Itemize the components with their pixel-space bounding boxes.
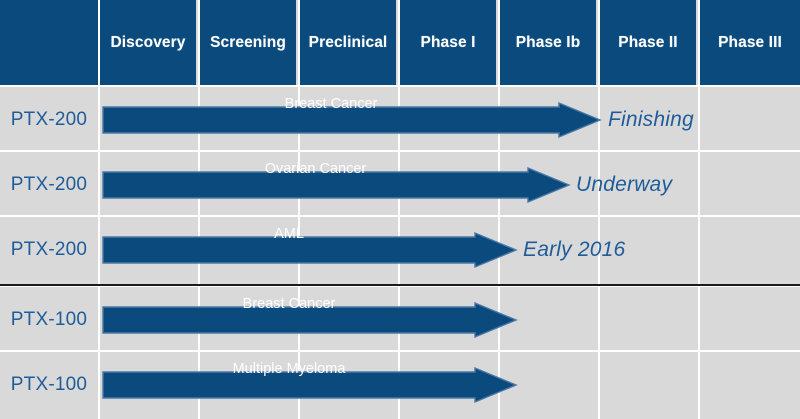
header-label-phase-ii: Phase II	[618, 33, 678, 51]
pipeline-bar[interactable]	[102, 101, 602, 139]
header-label-phase-ib: Phase Ib	[515, 33, 581, 51]
header-cell-phase-ib: Phase Ib	[500, 0, 596, 85]
header-corner-cell	[0, 0, 98, 85]
arrow-shape-icon	[102, 166, 571, 204]
header-cell-phase-ii: Phase II	[600, 0, 696, 85]
header-cell-preclinical: Preclinical	[300, 0, 396, 85]
pipeline-bar[interactable]	[102, 166, 571, 204]
header-cell-screening: Screening	[200, 0, 296, 85]
header-cell-phase-iii: Phase III	[700, 0, 800, 85]
header-label-phase-i: Phase I	[420, 33, 476, 51]
table-row: PTX-100 Multiple Myeloma	[0, 352, 800, 417]
header-label-discovery: Discovery	[110, 33, 186, 51]
header-label-preclinical: Preclinical	[308, 33, 388, 51]
row-label-program: PTX-200	[10, 238, 88, 260]
header-label-phase-iii: Phase III	[718, 33, 782, 51]
pipeline-bar[interactable]	[102, 301, 518, 339]
arrow-shape-icon	[102, 366, 518, 404]
header-label-screening: Screening	[210, 33, 286, 51]
header-row: Discovery Screening Preclinical Phase I …	[0, 0, 800, 85]
header-cell-phase-i: Phase I	[400, 0, 496, 85]
row-label-program: PTX-100	[10, 308, 88, 330]
table-row: PTX-200 AML Early 2016	[0, 217, 800, 282]
header-cell-discovery: Discovery	[100, 0, 196, 85]
status-text: Underway	[576, 172, 673, 196]
arrow-shape-icon	[102, 231, 518, 269]
pipeline-bar[interactable]	[102, 231, 518, 269]
row-label-program: PTX-200	[10, 108, 88, 130]
table-row: PTX-200 Ovarian Cancer Underway	[0, 152, 800, 217]
row-label-program: PTX-100	[10, 373, 88, 395]
arrow-shape-icon	[102, 101, 602, 139]
row-label-program: PTX-200	[10, 173, 88, 195]
status-text: Finishing	[608, 107, 694, 131]
table-row: PTX-100 Breast Cancer	[0, 287, 800, 352]
arrow-shape-icon	[102, 301, 518, 339]
status-text: Early 2016	[523, 237, 626, 261]
pipeline-bar[interactable]	[102, 366, 518, 404]
group-divider	[0, 284, 800, 286]
table-row: PTX-200 Breast Cancer Finishing	[0, 87, 800, 152]
